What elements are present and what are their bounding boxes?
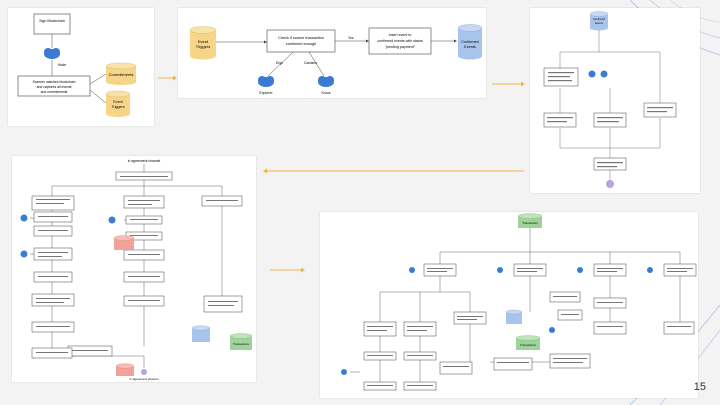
insert-event-line1: Insert event to — [389, 33, 412, 37]
p4-mid-box-1 — [123, 195, 165, 209]
flow-arrow-2 — [492, 81, 525, 87]
p3-final-box — [593, 157, 627, 171]
flow-arrow-4 — [270, 267, 305, 273]
p4-transactions-database-icon — [229, 333, 253, 350]
p4-node-icon-3 — [108, 216, 116, 224]
diagram-panel-scanner: Sign Blockchain Node Scanner watches blo… — [8, 8, 154, 126]
p3-action-box-1 — [543, 112, 577, 128]
p5-transactions-database-icon — [515, 335, 541, 350]
insert-event-line3: "pending payment" — [385, 45, 416, 49]
p3-confirmed-events-database-icon — [589, 11, 609, 31]
koios-label: Koios — [322, 91, 331, 95]
diagram-panel-transactions: Transaction — [320, 212, 698, 398]
diagram-panel-agreement: in agreement channel — [12, 156, 256, 382]
p4-node-icon-1 — [20, 214, 28, 222]
confirmed-events-database-icon — [457, 24, 483, 60]
scanner-box — [17, 75, 91, 97]
blockchain-box — [33, 13, 71, 35]
event-triggers-database-icon — [189, 26, 217, 60]
p3-confirmed-events-line2: Events — [595, 21, 604, 25]
confirmation-diagram: Event Triggers Check if source transacti… — [189, 24, 483, 95]
p5-box-a2 — [363, 321, 397, 337]
page-number: 15 — [693, 381, 706, 393]
p4-node-icon-2 — [20, 250, 28, 258]
p4-bottom-title: in agreement channel — [130, 377, 159, 381]
p5-node-icon-3 — [577, 267, 583, 273]
p5-node-icon-2 — [497, 267, 503, 273]
p4-blue-database-icon — [191, 325, 211, 342]
scanner-box-line3: and commitments — [41, 90, 68, 94]
commitments-label: Commitments — [109, 72, 134, 77]
explorer-cloud-icon — [258, 76, 274, 87]
p5-box-a4 — [453, 311, 487, 325]
p3-action-box-3 — [643, 102, 677, 118]
transactions-diagram: Transaction — [341, 213, 697, 391]
diagram-panel-confirmation: Event Triggers Check if source transacti… — [178, 8, 486, 98]
p2-event-triggers-line2: Triggers — [196, 44, 211, 49]
p4-red-database-icon — [113, 235, 135, 250]
p5-transaction-database-icon — [517, 213, 543, 228]
insert-event-line2: confirmed events with status — [377, 39, 423, 43]
scanner-diagram: Sign Blockchain Node Scanner watches blo… — [17, 13, 137, 117]
flow-arrow-1 — [158, 75, 177, 81]
confirmed-events-line2: Events — [464, 45, 476, 49]
p4-red-database-icon-2 — [115, 363, 135, 376]
p5-box-a3 — [403, 321, 437, 337]
commitments-database-icon — [105, 62, 137, 85]
scanner-box-line2: and captures all events — [37, 85, 72, 89]
p3-end-database-icon — [606, 180, 614, 188]
p5-node-icon-1 — [409, 267, 415, 273]
p4-left-box-6 — [31, 293, 75, 307]
diagram-panel-payment: Confirmed Events — [530, 8, 700, 193]
agreement-diagram: in agreement channel — [20, 159, 253, 381]
payment-diagram: Confirmed Events — [543, 11, 677, 188]
p4-left-box-4 — [33, 247, 73, 261]
p5-transactions-label: Transactions — [520, 343, 537, 347]
ergo-label: Ergo — [276, 61, 283, 65]
blockchain-box-label: Sign Blockchain — [39, 19, 65, 23]
p2-event-triggers-line1: Event — [198, 39, 209, 44]
p5-box-c6 — [549, 353, 591, 369]
check-confirmation-line1: Check if source transaction — [278, 36, 324, 40]
p4-transactions-label: Transactions — [233, 342, 250, 346]
p5-box-b1 — [513, 263, 547, 277]
p3-confirmed-events-line1: Confirmed — [593, 17, 606, 21]
scanner-box-line1: Scanner watches blockchain — [33, 80, 76, 84]
yes-label: Yes — [348, 36, 354, 40]
p5-box-d1 — [663, 263, 697, 277]
check-confirmation-box — [266, 29, 336, 53]
confirmed-events-line1: Confirmed — [461, 40, 479, 44]
p3-action-box-2 — [593, 112, 627, 128]
event-triggers-database-icon — [105, 90, 131, 117]
p5-box-a1 — [423, 263, 457, 277]
p5-node-icon-5 — [341, 369, 347, 375]
p5-box-c1 — [593, 263, 627, 277]
p3-node-icon-a — [588, 70, 596, 78]
check-confirmation-line2: confirmed enough — [286, 42, 316, 46]
explorer-label: Explorer — [259, 91, 273, 95]
insert-event-box — [368, 27, 432, 55]
cardano-label: Cardano — [304, 61, 317, 65]
p5-transaction-label: Transaction — [522, 221, 538, 225]
p5-box-b2 — [493, 357, 533, 371]
node-label: Node — [58, 63, 66, 67]
p5-box-a9 — [439, 361, 473, 375]
p5-node-icon-6 — [549, 327, 555, 333]
p5-box-d2 — [663, 321, 695, 335]
event-triggers-label-line1: Event — [113, 100, 122, 104]
p4-right-box-2 — [203, 295, 243, 313]
p5-blue-database-icon — [505, 309, 523, 324]
koios-cloud-icon — [318, 76, 334, 87]
p3-node-icon-b — [600, 70, 608, 78]
node-cloud-icon — [44, 48, 60, 59]
p4-end-node-icon — [141, 369, 147, 375]
p5-box-c4 — [593, 321, 627, 335]
event-triggers-label-line2: Triggers — [111, 105, 124, 109]
p4-title: in agreement channel — [128, 159, 161, 163]
p5-node-icon-4 — [647, 267, 653, 273]
flow-arrow-3 — [263, 168, 524, 174]
